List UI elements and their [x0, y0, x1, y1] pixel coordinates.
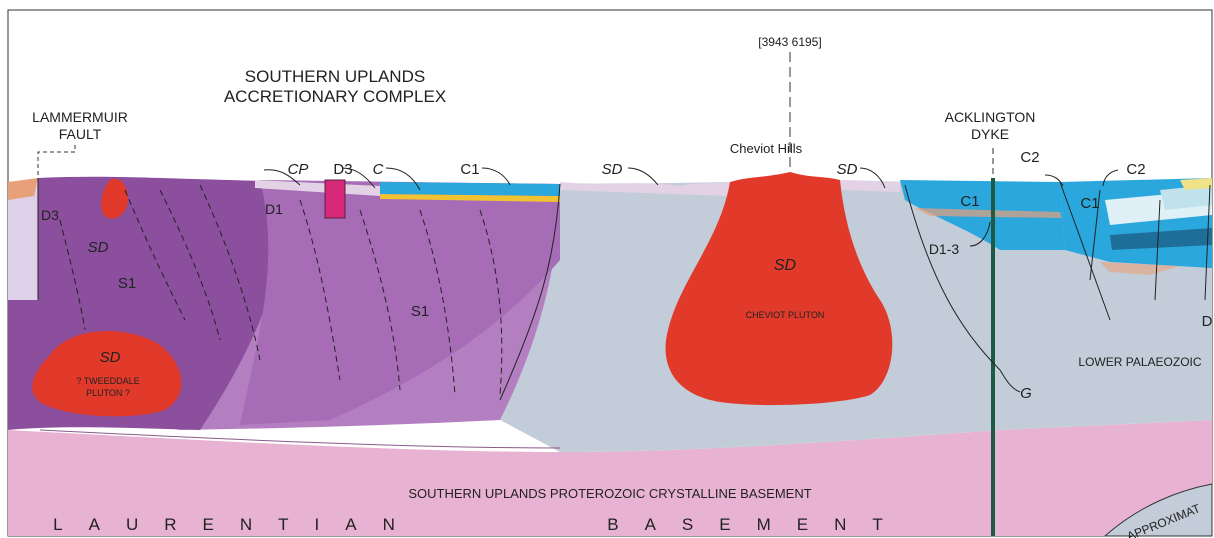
unit-c1-right: C1: [960, 193, 979, 210]
laurentian-label: LAURENTIAN: [53, 515, 421, 534]
lammermuir-label-2: FAULT: [59, 126, 102, 142]
unit-s1-left: S1: [118, 275, 136, 292]
lammermuir-marker: [37, 145, 76, 175]
sd-cover-left: [255, 180, 380, 196]
c1-right-thin: [915, 208, 1062, 218]
unit-c1-far: C1: [1080, 195, 1099, 212]
basement-label: BASEMENT: [607, 515, 909, 534]
c1-far-dark: [1110, 228, 1212, 250]
unit-d1-3: D1-3: [929, 241, 960, 257]
unit-c-mid: C: [373, 161, 384, 178]
d3-left-sliver: [8, 178, 38, 200]
tweeddale-pluton: [32, 331, 182, 417]
orange-far: [1100, 262, 1180, 275]
unit-g: G: [1020, 385, 1032, 402]
unit-d3-mid: D3: [333, 161, 352, 178]
unit-d1-left: D1: [265, 201, 283, 217]
unit-d3-left: D3: [41, 207, 59, 223]
lower-palaeozoic-label: LOWER PALAEOZOIC: [1078, 355, 1201, 369]
cheviot-hills-label: Cheviot Hills: [730, 141, 803, 156]
unit-cp: CP: [288, 161, 309, 178]
proterozoic-basement: [8, 420, 1212, 536]
unit-c1-mid: C1: [460, 161, 479, 178]
c1-mid-bed: [380, 182, 560, 196]
lammermuir-label-1: LAMMERMUIR: [32, 109, 128, 125]
tweeddale-label-1: ? TWEEDDALE: [76, 376, 139, 386]
unit-sd-small: SD: [88, 239, 109, 256]
unit-sd-right: SD: [837, 161, 858, 178]
cheviot-pluton-label: CHEVIOT PLUTON: [746, 310, 825, 320]
title-line2: ACCRETIONARY COMPLEX: [224, 87, 446, 106]
sd-cover-right: [840, 180, 900, 192]
unit-d-edge: D: [1202, 313, 1213, 330]
acklington-label-2: DYKE: [971, 126, 1009, 142]
c1-far-teal: [1160, 185, 1212, 210]
left-edge-lilac: [8, 180, 38, 300]
structure-lines: [37, 178, 1211, 449]
unit-sd-mid: SD: [602, 161, 623, 178]
unit-sd-tweeddale: SD: [100, 349, 121, 366]
unit-c2-right: C2: [1126, 161, 1145, 178]
yellow-bed: [380, 194, 560, 202]
southern-uplands-basement-label: SOUTHERN UPLANDS PROTEROZOIC CRYSTALLINE…: [408, 486, 811, 501]
title-line1: SOUTHERN UPLANDS: [245, 67, 425, 86]
cheviot-pluton: [665, 172, 893, 406]
unit-sd-cheviot: SD: [774, 257, 797, 274]
small-sd-intrusion: [101, 178, 128, 219]
tweeddale-label-2: PLUTON ?: [86, 388, 130, 398]
yellow-far: [1180, 178, 1212, 190]
mid-purple-strip: [240, 180, 560, 425]
cp-dyke: [324, 179, 346, 219]
unit-s1-centre: S1: [411, 303, 429, 320]
leader-arrows: [263, 167, 1119, 393]
unit-c2-left: C2: [1020, 149, 1039, 166]
grid-ref: [3943 6195]: [758, 35, 821, 49]
sd-cover-mid: [560, 182, 730, 196]
acklington-label-1: ACKLINGTON: [945, 109, 1036, 125]
